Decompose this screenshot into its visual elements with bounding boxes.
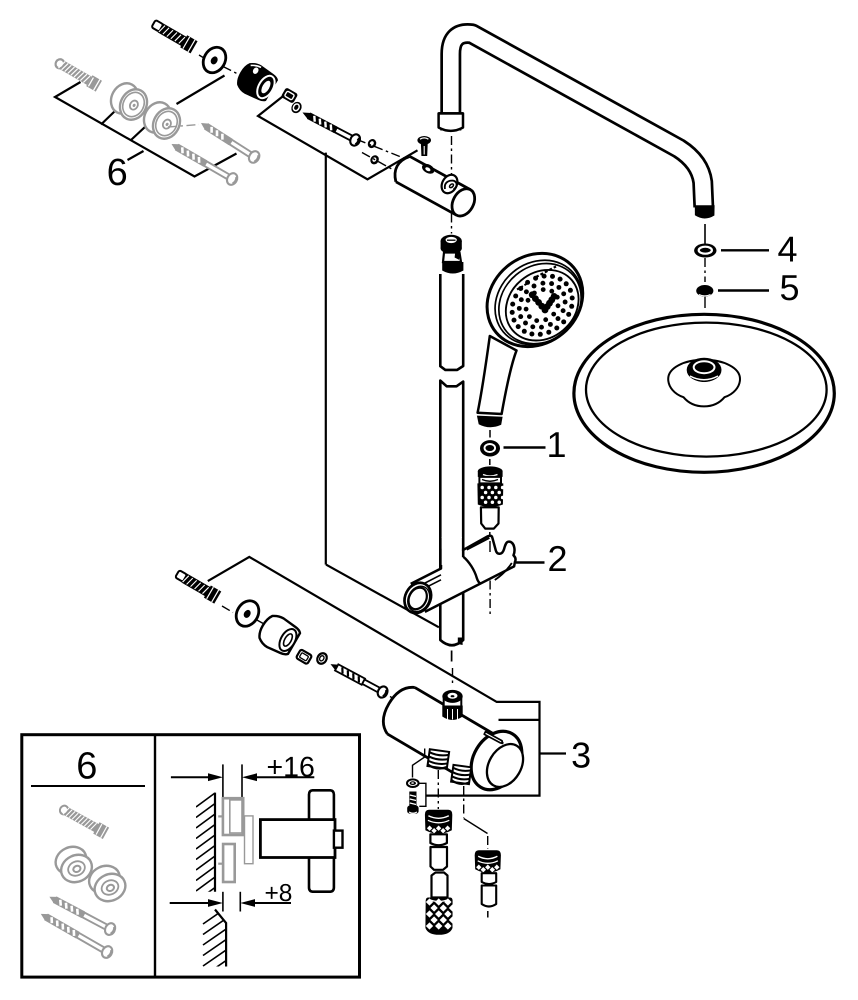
- svg-text:2: 2: [547, 538, 567, 579]
- svg-text:4: 4: [777, 229, 797, 270]
- svg-text:5: 5: [779, 267, 799, 308]
- svg-text:1: 1: [546, 424, 566, 465]
- svg-text:6: 6: [107, 152, 128, 194]
- svg-text:3: 3: [571, 735, 591, 776]
- svg-text:6: 6: [76, 746, 97, 788]
- svg-text:+16: +16: [267, 752, 315, 784]
